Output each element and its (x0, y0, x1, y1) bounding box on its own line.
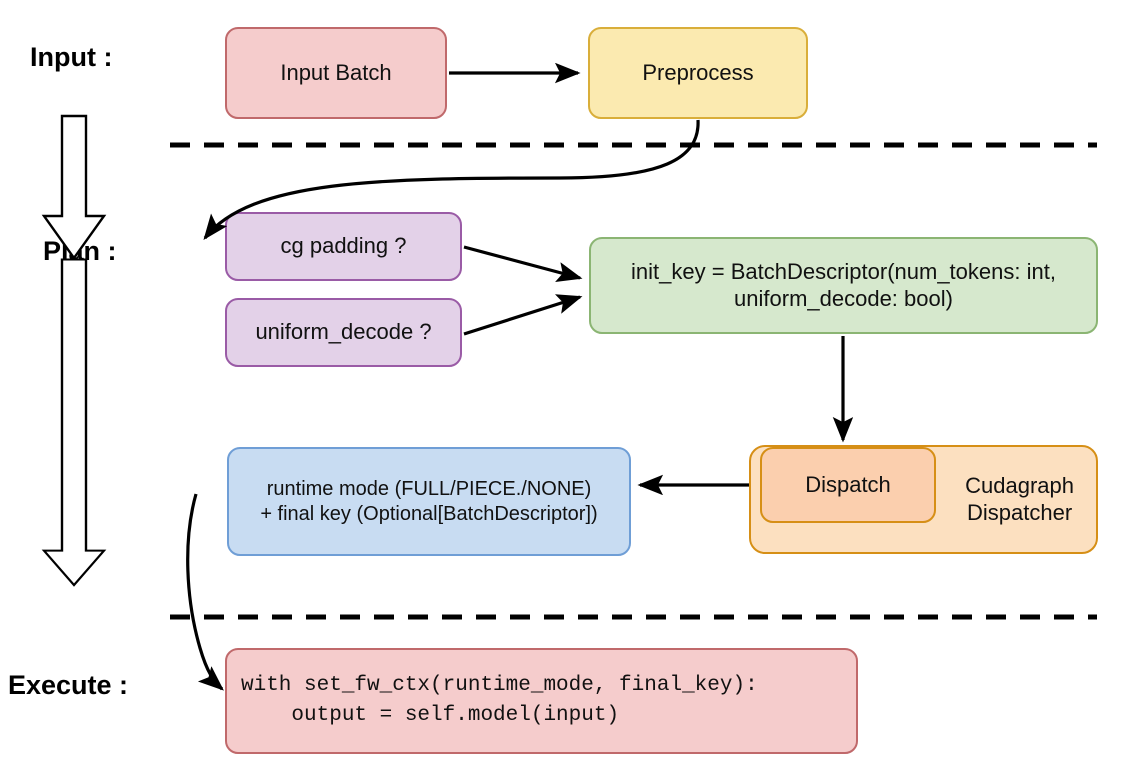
edge-runtime-mode-to-execute-code (186, 493, 224, 691)
node-preprocess[interactable]: Preprocess (588, 27, 808, 119)
node-dispatch[interactable]: Dispatch (760, 447, 936, 523)
node-runtime-mode[interactable]: runtime mode (FULL/PIECE./NONE) + final … (227, 447, 631, 556)
edge-cg-padding-to-init-key (463, 245, 583, 282)
stage-label-input: Input : (30, 42, 113, 72)
node-uniform-decode[interactable]: uniform_decode ? (225, 298, 462, 367)
node-cg-padding[interactable]: cg padding ? (225, 212, 462, 281)
node-input-batch[interactable]: Input Batch (225, 27, 447, 119)
stage-label-plan: Plan : (43, 236, 117, 266)
stage-label-execute: Execute : (8, 670, 129, 700)
node-execute-code[interactable]: with set_fw_ctx(runtime_mode, final_key)… (225, 648, 858, 754)
stage-arrow-plan-to-execute (41, 258, 107, 587)
node-init-key[interactable]: init_key = BatchDescriptor(num_tokens: i… (589, 237, 1098, 334)
edge-uniform-decode-to-init-key (463, 294, 583, 336)
